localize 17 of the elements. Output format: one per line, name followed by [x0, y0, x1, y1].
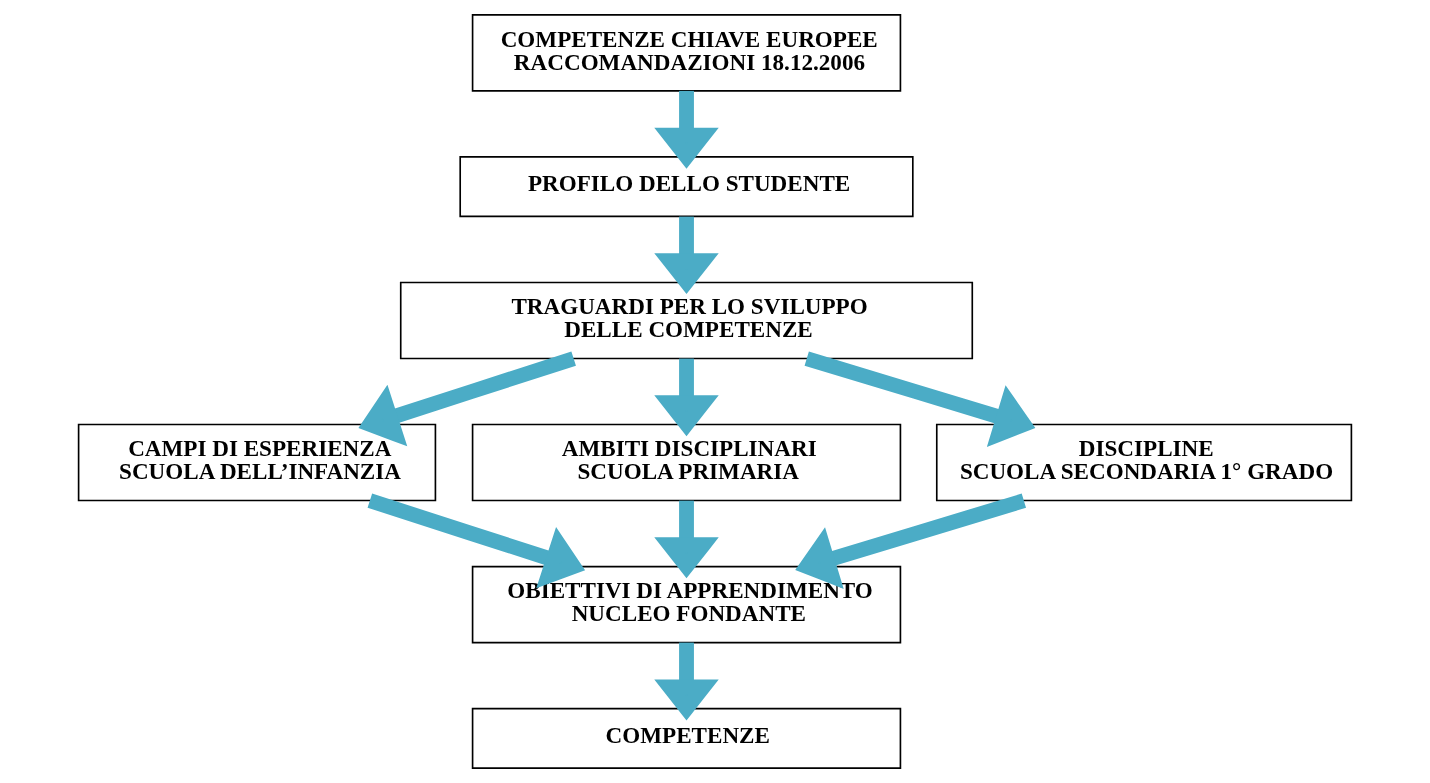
- node-box: CAMPI DI ESPERIENZA SCUOLA DELL’INFANZIA: [77, 423, 437, 502]
- arrow: [654, 500, 719, 579]
- arrow: [654, 642, 719, 721]
- node-box: TRAGUARDI PER LO SVILUPPO DELLE COMPETENZE: [399, 281, 974, 360]
- arrow: [358, 351, 576, 447]
- arrow: [795, 493, 1026, 589]
- node-box: COMPETENZE: [471, 707, 902, 769]
- node-box: COMPETENZE CHIAVE EUROPEE RACCOMANDAZIONI 18.12.2006: [471, 14, 902, 92]
- node-box: OBIETTIVI DI APPRENDIMENTO NUCLEO FONDANTE: [471, 565, 902, 644]
- node-box: DISCIPLINE SCUOLA SECONDARIA 1° GRADO: [935, 423, 1353, 502]
- arrow: [654, 216, 719, 295]
- node-box: AMBITI DISCIPLINARI SCUOLA PRIMARIA: [471, 423, 902, 502]
- arrow: [654, 358, 719, 437]
- arrow: [654, 90, 719, 169]
- arrow: [804, 351, 1036, 447]
- node-box: PROFILO DELLO STUDENTE: [459, 156, 914, 218]
- arrow: [367, 493, 586, 589]
